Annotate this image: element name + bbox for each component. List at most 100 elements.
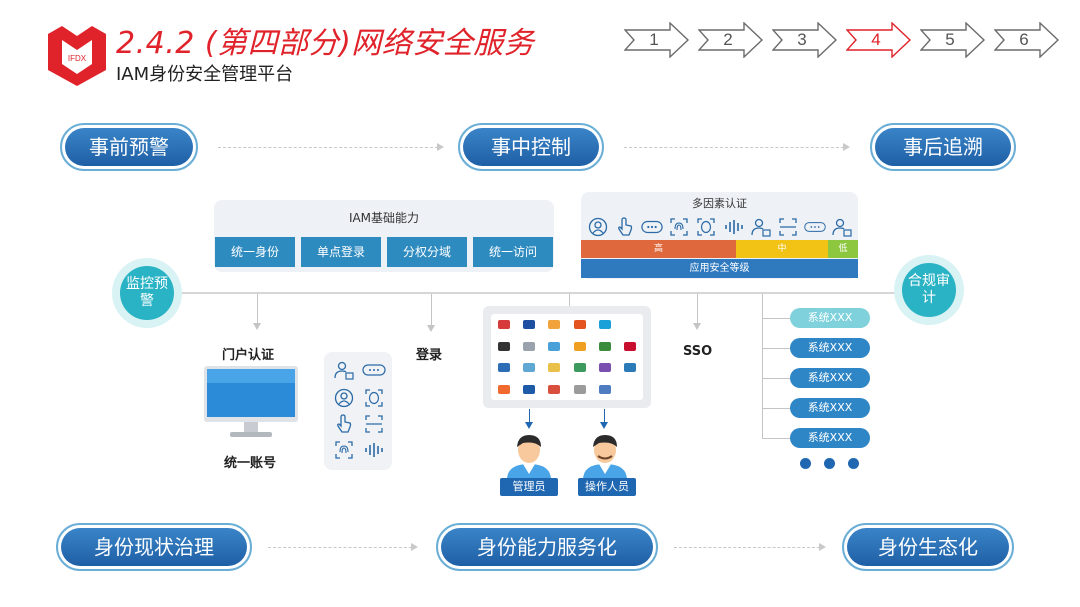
- connector: [431, 294, 432, 326]
- step-navigator: 1 2 3 4 5 6: [624, 22, 1064, 58]
- flow-connector: [674, 547, 820, 548]
- flow-post-trace: 事后追溯: [870, 123, 1016, 171]
- capability-domain-authority: 分权分域: [387, 237, 467, 267]
- app-icon: [522, 363, 535, 373]
- level-low: 低: [828, 240, 858, 258]
- fingerprint-icon: [333, 440, 355, 460]
- main-bus-line: [130, 292, 930, 294]
- page-subtitle: IAM身份安全管理平台: [116, 64, 294, 85]
- systems-trunk-line: [762, 294, 763, 438]
- app-icon: [522, 384, 535, 394]
- app-icon: [497, 341, 510, 351]
- connector: [762, 408, 790, 409]
- user-lock-icon: [587, 217, 609, 237]
- app-portal-tablet: [483, 306, 651, 408]
- arrow-down-icon: [427, 325, 435, 332]
- flow-connector: [268, 547, 412, 548]
- logo-text: IFDX: [68, 54, 87, 63]
- app-icon: [624, 363, 637, 373]
- app-icon: [573, 363, 586, 373]
- app-security-level: 应用安全等级: [581, 259, 858, 278]
- face-id-icon: [695, 217, 717, 237]
- fingerprint-icon: [668, 217, 690, 237]
- more-dot-icon: [800, 458, 811, 469]
- connector: [257, 294, 258, 324]
- step-2[interactable]: 2: [698, 22, 764, 58]
- arrow-down-icon: [525, 422, 533, 429]
- app-grid: [491, 314, 643, 400]
- flow-connector: [218, 147, 438, 148]
- role-operator-tag: 操作人员: [578, 478, 636, 496]
- level-mid: 中: [736, 240, 828, 258]
- user-lock-icon: [333, 360, 355, 380]
- company-logo: IFDX: [48, 26, 106, 86]
- arrow-down-icon: [600, 422, 608, 429]
- system-item[interactable]: 系统XXX: [790, 368, 870, 388]
- app-icon: [497, 384, 510, 394]
- capability-unified-access: 统一访问: [473, 237, 553, 267]
- flow-pre-warning: 事前预警: [60, 123, 198, 171]
- app-icon: [598, 363, 611, 373]
- capability-unified-identity: 统一身份: [215, 237, 295, 267]
- app-icon: [548, 320, 561, 330]
- flow-in-control: 事中控制: [458, 123, 604, 171]
- audit-circle: 合规审计: [894, 255, 964, 325]
- connector: [569, 294, 570, 306]
- system-item[interactable]: 系统XXX: [790, 428, 870, 448]
- connector: [604, 409, 605, 423]
- system-item[interactable]: 系统XXX: [790, 338, 870, 358]
- connector: [529, 409, 530, 423]
- app-icon: [522, 320, 535, 330]
- flow-arrow-icon: [843, 143, 850, 151]
- connector: [762, 378, 790, 379]
- voice-icon: [363, 440, 385, 460]
- step-6[interactable]: 6: [994, 22, 1060, 58]
- step-4[interactable]: 4: [846, 22, 912, 58]
- password-icon: [361, 360, 387, 380]
- voice-icon: [723, 217, 745, 237]
- step-1[interactable]: 1: [624, 22, 690, 58]
- capability-sso: 单点登录: [301, 237, 381, 267]
- password-icon: [641, 217, 663, 237]
- sso-label: SSO: [683, 344, 713, 359]
- app-icon: [598, 341, 611, 351]
- app-icon: [573, 341, 586, 351]
- app-icon: [624, 384, 637, 394]
- system-item[interactable]: 系统XXX: [790, 308, 870, 328]
- flow-arrow-icon: [437, 143, 444, 151]
- step-5[interactable]: 5: [920, 22, 986, 58]
- flow-identity-governance: 身份现状治理: [56, 523, 252, 571]
- mfa-title: 多因素认证: [692, 197, 747, 210]
- step-label: 3: [797, 30, 807, 49]
- connector: [762, 438, 790, 439]
- face-scan-icon: [363, 414, 385, 434]
- face-scan-icon: [777, 217, 799, 237]
- app-icon: [522, 341, 535, 351]
- portal-auth-label: 门户认证: [222, 348, 275, 363]
- user-circle-icon: [333, 388, 355, 408]
- app-icon: [624, 341, 637, 351]
- login-label: 登录: [416, 348, 443, 363]
- step-3[interactable]: 3: [772, 22, 838, 58]
- flow-identity-service: 身份能力服务化: [436, 523, 658, 571]
- operator-avatar-icon: [583, 435, 627, 480]
- app-icon: [548, 341, 561, 351]
- system-item[interactable]: 系统XXX: [790, 398, 870, 418]
- step-label: 6: [1019, 30, 1029, 49]
- app-icon: [497, 320, 510, 330]
- app-icon: [624, 320, 637, 330]
- arrow-down-icon: [693, 323, 701, 330]
- level-high: 高: [581, 240, 736, 258]
- app-icon: [573, 320, 586, 330]
- admin-avatar-icon: [507, 435, 551, 480]
- flow-arrow-icon: [411, 543, 418, 551]
- monitor-circle: 监控预警: [112, 258, 182, 328]
- monitor-icon: [204, 366, 298, 437]
- auth-methods-panel: [324, 352, 392, 470]
- app-icon: [548, 363, 561, 373]
- section-title: 2.4.2 (第四部分)网络安全服务: [116, 26, 535, 61]
- user-lock-icon: [750, 217, 772, 237]
- unified-account-label: 统一账号: [224, 456, 277, 471]
- flow-identity-ecosystem: 身份生态化: [842, 523, 1014, 571]
- app-icon: [598, 384, 611, 394]
